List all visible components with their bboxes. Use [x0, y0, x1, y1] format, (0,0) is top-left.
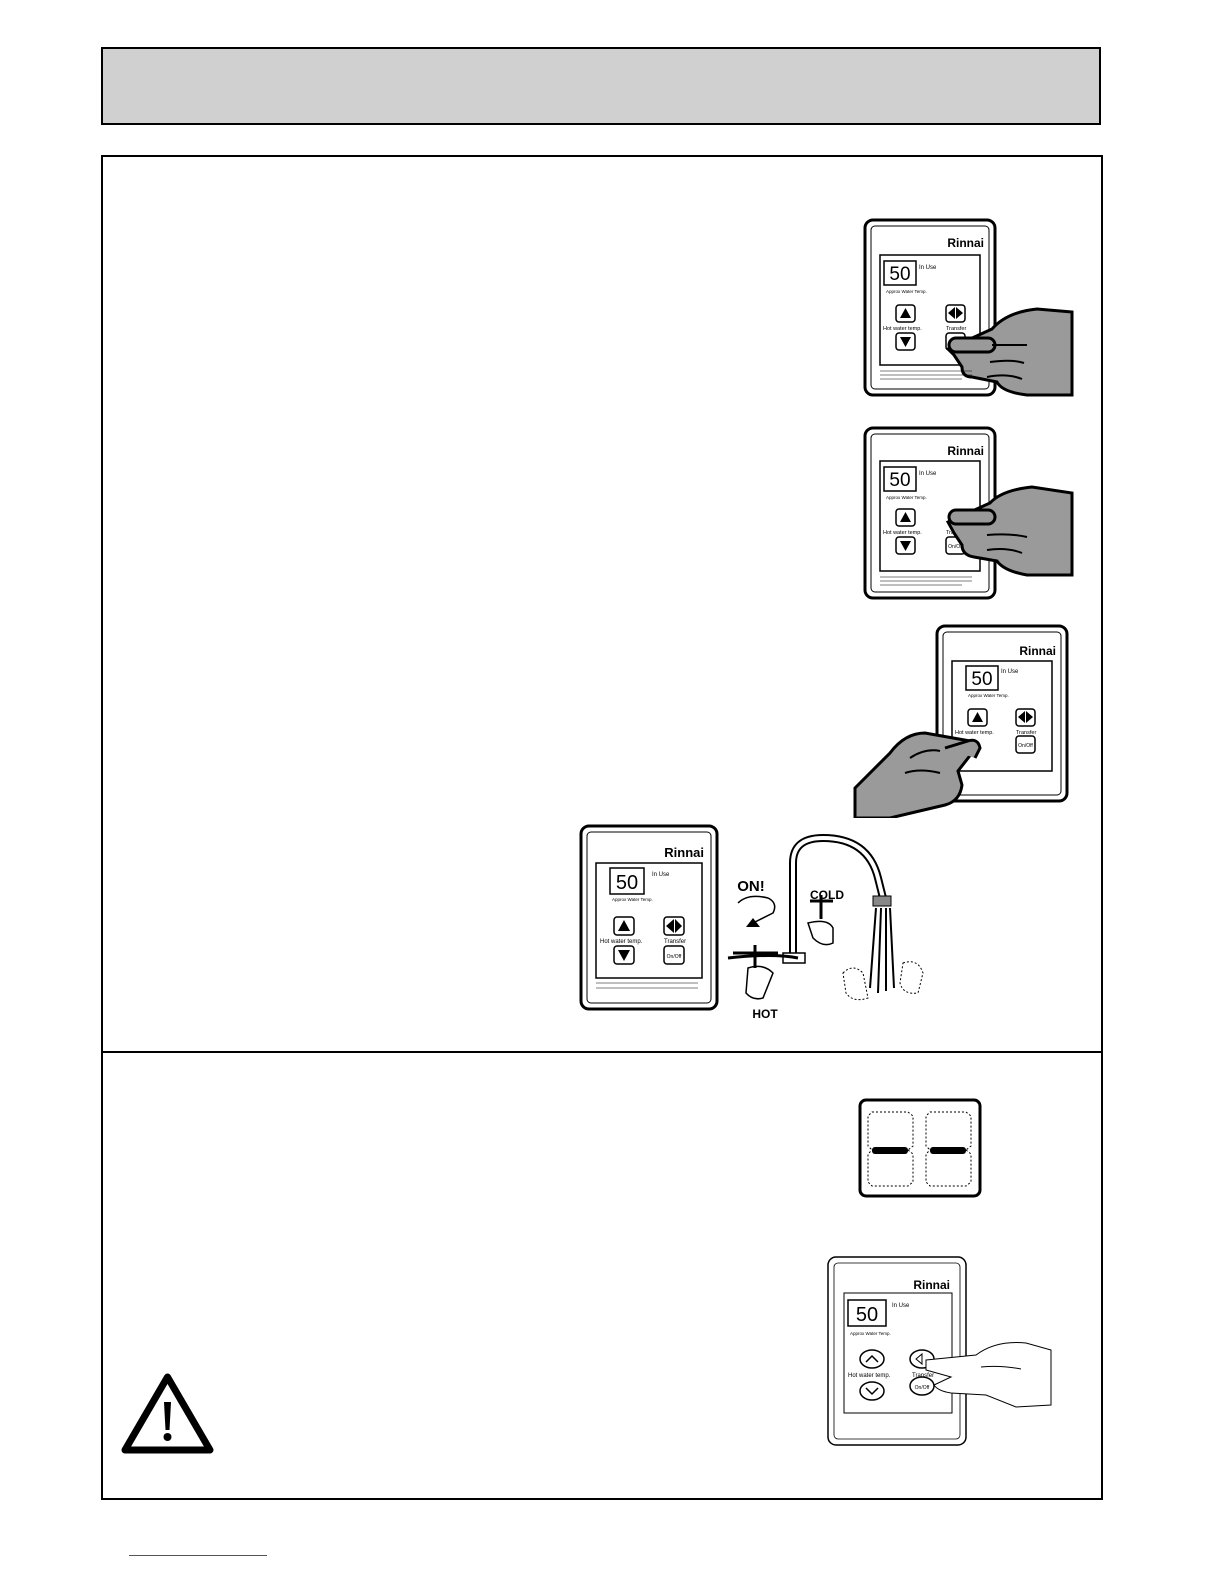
content-frame — [101, 155, 1103, 1500]
svg-text:50: 50 — [616, 872, 638, 894]
svg-text:On/Off: On/Off — [667, 954, 682, 960]
svg-text:Approx Water Temp.: Approx Water Temp. — [968, 693, 1009, 698]
svg-text:Approx Water Temp.: Approx Water Temp. — [850, 1331, 891, 1336]
controller-transfer-illustration: Rinnai 50 In Use Approx Water Temp. Hot … — [863, 426, 1074, 600]
controller-temp-down-illustration: Rinnai 50 In Use Approx Water Temp. Hot … — [853, 624, 1069, 818]
svg-text:50: 50 — [856, 1304, 878, 1326]
svg-text:In Use: In Use — [919, 471, 937, 477]
svg-text:50: 50 — [889, 470, 910, 491]
svg-text:Approx Water Temp.: Approx Water Temp. — [886, 495, 927, 500]
warning-triangle-icon — [121, 1373, 214, 1454]
controller-onoff-illustration: Rinnai 50 In Use Approx Water Temp. Hot … — [863, 218, 1074, 397]
hot-label: HOT — [752, 1007, 778, 1021]
brand-logo: Rinnai — [947, 236, 984, 250]
cold-label: COLD — [810, 888, 844, 902]
svg-text:Transfer: Transfer — [946, 326, 966, 332]
svg-text:Hot water temp.: Hot water temp. — [955, 730, 994, 736]
svg-text:Hot water temp.: Hot water temp. — [600, 939, 643, 945]
svg-text:Transfer: Transfer — [664, 939, 686, 945]
controller-and-tap-illustration: Rinnai 50 In Use Approx Water Temp. Hot … — [579, 824, 924, 1021]
footer-link-underline — [129, 1555, 267, 1556]
svg-text:On/Off: On/Off — [948, 544, 963, 550]
svg-text:Rinnai: Rinnai — [913, 1278, 950, 1292]
in-use-label: In Use — [919, 265, 937, 271]
svg-text:Hot water temp.: Hot water temp. — [848, 1373, 891, 1379]
svg-text:Transfer: Transfer — [912, 1373, 934, 1379]
display-value: 50 — [889, 264, 910, 285]
svg-text:On/Off: On/Off — [1018, 743, 1033, 749]
svg-text:On/Off: On/Off — [915, 1385, 930, 1391]
error-code-display-illustration — [858, 1098, 982, 1198]
controller-reset-illustration: Rinnai 50 In Use Approx Water Temp. Hot … — [827, 1256, 1052, 1446]
svg-text:Hot water temp.: Hot water temp. — [883, 326, 922, 332]
svg-text:Rinnai: Rinnai — [947, 444, 984, 458]
svg-text:Hot water temp.: Hot water temp. — [883, 530, 922, 536]
svg-text:In Use: In Use — [1001, 669, 1019, 675]
on-label: ON! — [737, 878, 765, 895]
svg-text:Rinnai: Rinnai — [1019, 644, 1056, 658]
approx-label: Approx Water Temp. — [886, 289, 927, 294]
svg-text:Approx Water Temp.: Approx Water Temp. — [612, 897, 653, 902]
svg-text:Rinnai: Rinnai — [664, 845, 704, 860]
svg-text:Transfer: Transfer — [1016, 730, 1036, 736]
header-bar — [101, 47, 1101, 125]
svg-text:50: 50 — [971, 669, 992, 690]
svg-text:In Use: In Use — [892, 1303, 910, 1309]
svg-text:In Use: In Use — [652, 872, 670, 878]
section-divider — [101, 1051, 1103, 1053]
